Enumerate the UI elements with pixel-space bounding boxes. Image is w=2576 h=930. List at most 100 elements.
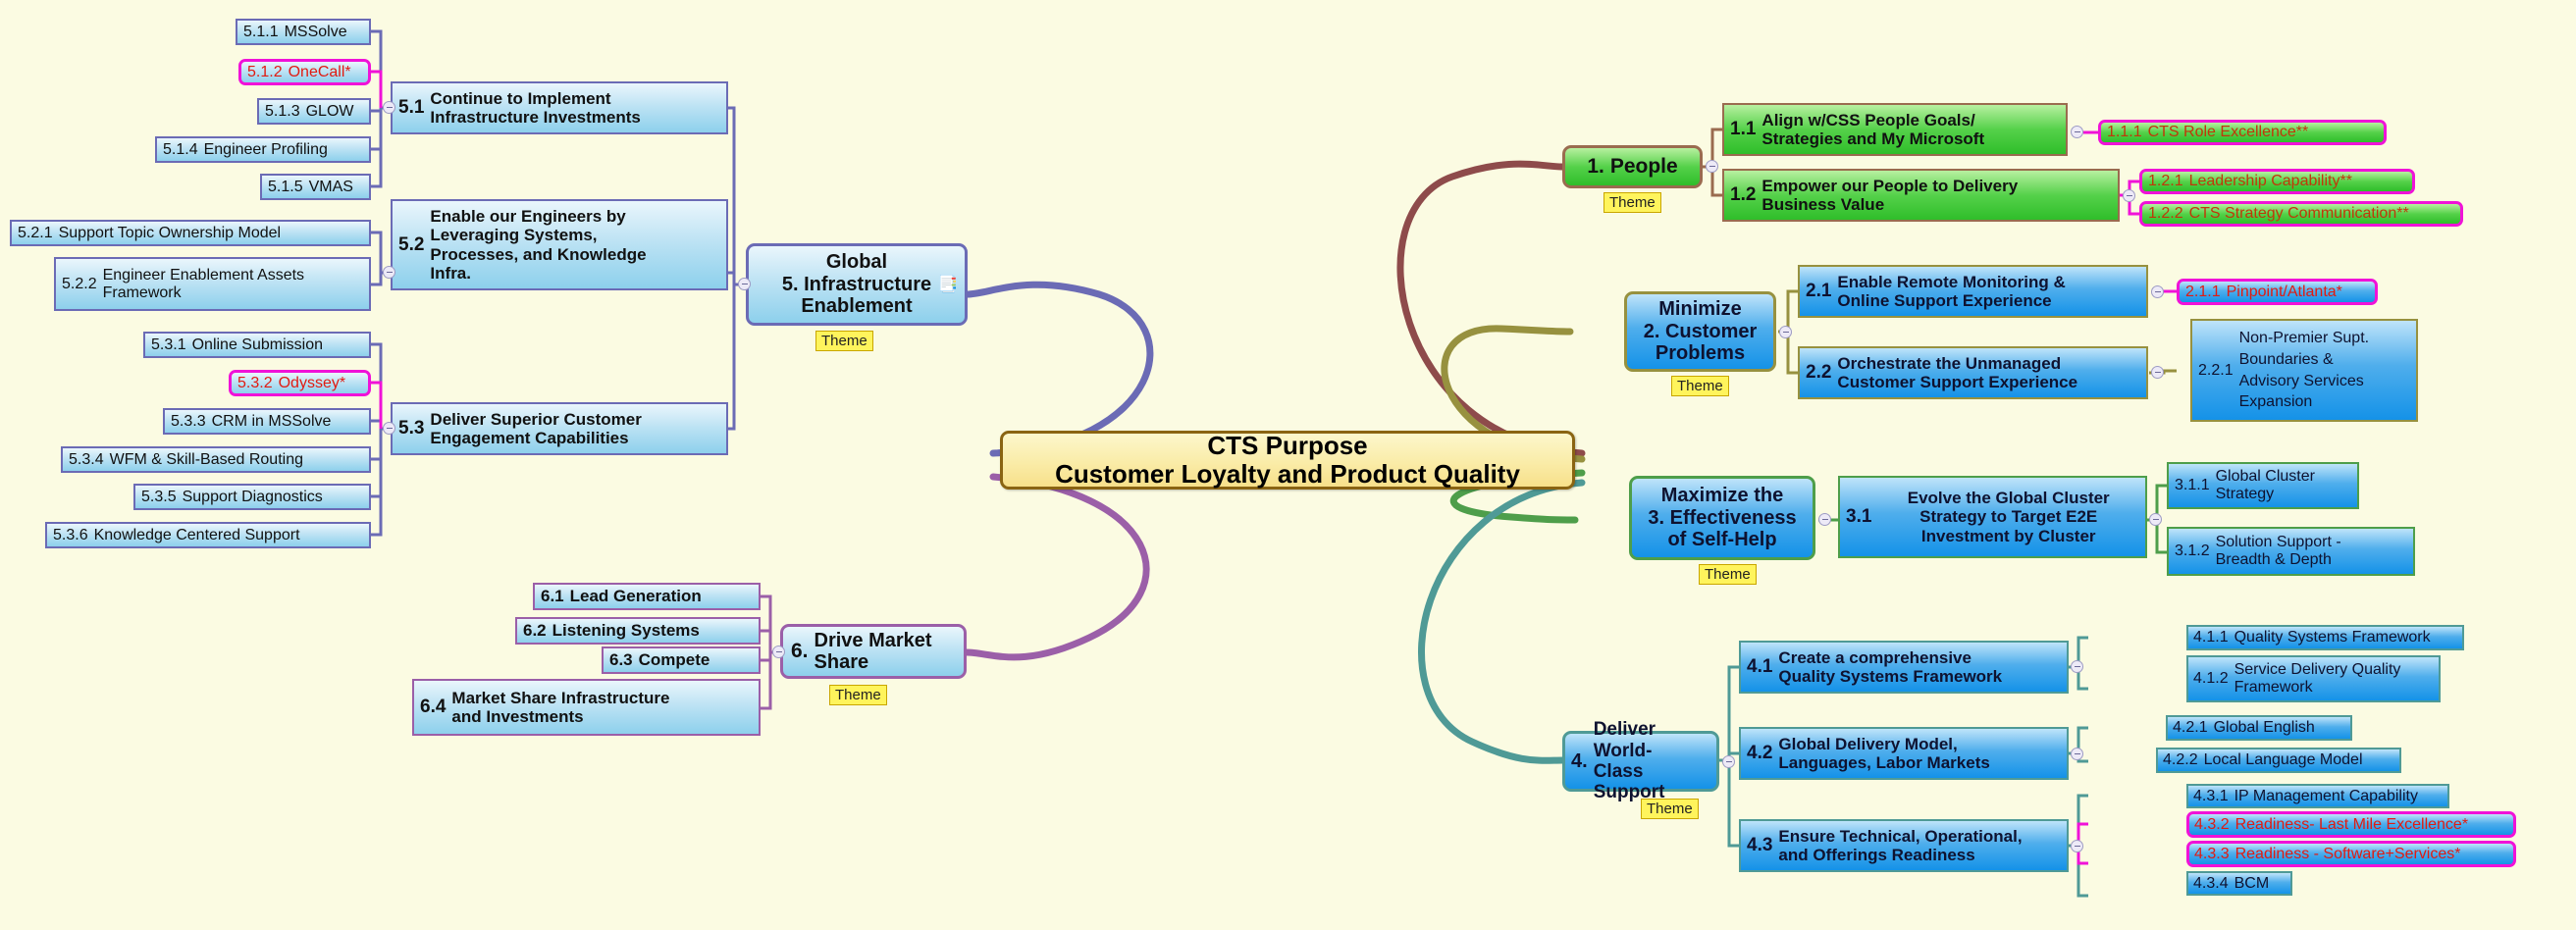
node-6-2-number: 6.2 [523,621,547,641]
collapser-5[interactable] [738,278,751,290]
central-node[interactable]: CTS Purpose Customer Loyalty and Product… [1000,431,1575,490]
node-1-2-1-number: 1.2.1 [2148,173,2183,190]
node-1-2-2-number: 1.2.2 [2148,205,2183,223]
collapser-6[interactable] [772,646,785,658]
node-4-1-2-line2: Framework [2234,679,2313,696]
node-1-1-1[interactable]: 1.1.1 CTS Role Excellence** [2098,120,2387,145]
central-title-line2: Customer Loyalty and Product Quality [1055,459,1520,489]
node-6-1[interactable]: 6.1 Lead Generation [533,583,761,610]
node-4-1-2[interactable]: 4.1.2 Service Delivery Quality Framework [2186,655,2441,702]
node-4-1-1[interactable]: 4.1.1 Quality Systems Framework [2186,625,2464,650]
node-5-3-2[interactable]: 5.3.2 Odyssey* [229,370,371,396]
node-5-3-1[interactable]: 5.3.1 Online Submission [143,332,371,358]
node-5-line1: Global [825,251,888,274]
collapser-1[interactable] [1706,160,1718,173]
node-5-1-3[interactable]: 5.1.3 GLOW [257,98,371,125]
collapser-5-2[interactable] [383,266,395,279]
node-5-3-line1: Deliver Superior Customer [430,409,642,429]
node-3-1[interactable]: 3.1 Evolve the Global Cluster Strategy t… [1838,476,2147,558]
node-5-2-1[interactable]: 5.2.1 Support Topic Ownership Model [10,220,371,246]
node-5-1-1-number: 5.1.1 [243,23,279,40]
node-6-3-label: Compete [638,650,710,670]
node-1-2[interactable]: 1.2 Empower our People to Delivery Busin… [1722,169,2120,222]
node-2-2-1-line3: Advisory Services [2238,372,2364,389]
node-4-1[interactable]: 4.1 Create a comprehensive Quality Syste… [1739,641,2069,694]
node-5-2-2-line2: Framework [102,284,182,301]
node-5-3-3[interactable]: 5.3.3 CRM in MSSolve [163,408,371,435]
collapser-4-1[interactable] [2071,660,2083,673]
node-1-1[interactable]: 1.1 Align w/CSS People Goals/ Strategies… [1722,103,2068,156]
node-5-3-4-number: 5.3.4 [69,450,104,468]
node-5-2-number: 5.2 [398,233,425,255]
collapser-5-3[interactable] [383,422,395,435]
node-5-1-4[interactable]: 5.1.4 Engineer Profiling [155,136,371,163]
node-4-3[interactable]: 4.3 Ensure Technical, Operational, and O… [1739,819,2069,872]
node-4-3-2[interactable]: 4.3.2 Readiness- Last Mile Excellence* [2186,811,2516,838]
collapser-4[interactable] [1722,755,1735,768]
node-5-3-6[interactable]: 5.3.6 Knowledge Centered Support [45,522,371,548]
node-4-3-3[interactable]: 4.3.3 Readiness - Software+Services* [2186,841,2516,867]
node-3-1-2-line1: Solution Support - [2215,534,2341,551]
node-6-4[interactable]: 6.4 Market Share Infrastructure and Inve… [412,679,761,736]
node-5-3-2-label: Odyssey* [278,374,346,391]
node-5-1-2[interactable]: 5.1.2 OneCall* [238,59,371,85]
node-4-world-class-support[interactable]: 4. Deliver World- Class Support [1562,719,1719,802]
node-4-3-1[interactable]: 4.3.1 IP Management Capability [2186,784,2449,808]
node-1-people[interactable]: 1. People [1562,145,1703,188]
node-5-2-line1: Enable our Engineers by [430,207,626,227]
collapser-2-1[interactable] [2151,285,2164,298]
node-5-infrastructure-enablement[interactable]: Global 5. Infrastructure Enablement [746,243,968,326]
collapser-4-2[interactable] [2071,748,2083,760]
collapser-3-1[interactable] [2149,513,2162,526]
node-1-2-1[interactable]: 1.2.1 Leadership Capability** [2139,169,2415,194]
node-5-3-3-label: CRM in MSSolve [211,412,332,430]
node-4-1-line1: Create a comprehensive [1778,647,1971,667]
collapser-1-2[interactable] [2123,189,2135,202]
node-5-2-2[interactable]: 5.2.2 Engineer Enablement Assets Framewo… [54,257,371,311]
node-3-self-help[interactable]: Maximize the 3. Effectiveness of Self-He… [1629,476,1815,560]
collapser-1-1[interactable] [2071,126,2083,138]
node-4-3-2-label: Readiness- Last Mile Excellence* [2234,815,2469,833]
node-4-number: 4. [1571,749,1588,772]
node-6-4-number: 6.4 [420,697,447,718]
node-3-1-2[interactable]: 3.1.2 Solution Support - Breadth & Depth [2167,527,2415,576]
node-2-1[interactable]: 2.1 Enable Remote Monitoring & Online Su… [1798,265,2148,318]
collapser-2[interactable] [1779,326,1792,338]
node-6-3[interactable]: 6.3 Compete [602,646,761,674]
node-6-drive-market-share[interactable]: 6. Drive Market Share [780,624,967,679]
collapser-5-1[interactable] [383,101,395,114]
node-4-3-4[interactable]: 4.3.4 BCM [2186,871,2292,896]
node-2-2-number: 2.2 [1806,362,1832,384]
node-5-1[interactable]: 5.1 Continue to Implement Infrastructure… [391,81,728,134]
node-5-3-5[interactable]: 5.3.5 Support Diagnostics [133,484,371,510]
node-4-2-2-number: 4.2.2 [2163,751,2198,769]
node-2-1-1[interactable]: 2.1.1 Pinpoint/Atlanta* [2177,279,2378,305]
node-4-2-line2: Languages, Labor Markets [1778,753,1990,772]
node-4-2[interactable]: 4.2 Global Delivery Model, Languages, La… [1739,727,2069,780]
node-4-2-1[interactable]: 4.2.1 Global English [2166,715,2352,741]
node-2-line1: Minimize [1658,298,1742,321]
node-5-1-5[interactable]: 5.1.5 VMAS [260,174,371,200]
node-4-2-2[interactable]: 4.2.2 Local Language Model [2156,748,2401,773]
node-5-2[interactable]: 5.2 Enable our Engineers by Leveraging S… [391,199,728,290]
node-6-2[interactable]: 6.2 Listening Systems [515,617,761,645]
node-5-1-2-label: OneCall* [288,63,351,80]
node-1-1-1-label: CTS Role Excellence** [2147,124,2309,141]
node-2-customer-problems[interactable]: Minimize 2. Customer Problems [1624,291,1776,372]
node-2-2[interactable]: 2.2 Orchestrate the Unmanaged Customer S… [1798,346,2148,399]
node-2-2-1-line1: Non-Premier Supt. [2238,330,2370,347]
node-3-1-1-line2: Strategy [2215,486,2275,502]
note-icon[interactable]: 📑 [937,275,959,293]
node-2-2-1[interactable]: 2.2.1 Non-Premier Supt. Boundaries & Adv… [2190,319,2418,422]
node-5-3-4[interactable]: 5.3.4 WFM & Skill-Based Routing [61,446,371,473]
node-5-3[interactable]: 5.3 Deliver Superior Customer Engagement… [391,402,728,455]
node-5-2-2-number: 5.2.2 [62,275,97,292]
node-3-1-1[interactable]: 3.1.1 Global Cluster Strategy [2167,462,2359,509]
node-4-3-number: 4.3 [1747,835,1773,856]
collapser-4-3[interactable] [2071,840,2083,852]
collapser-3[interactable] [1818,513,1831,526]
node-5-1-1[interactable]: 5.1.1 MSSolve [236,19,371,45]
collapser-2-2[interactable] [2151,366,2164,379]
node-1-2-2[interactable]: 1.2.2 CTS Strategy Communication** [2139,201,2463,227]
node-2-1-line2: Online Support Experience [1837,291,2052,310]
